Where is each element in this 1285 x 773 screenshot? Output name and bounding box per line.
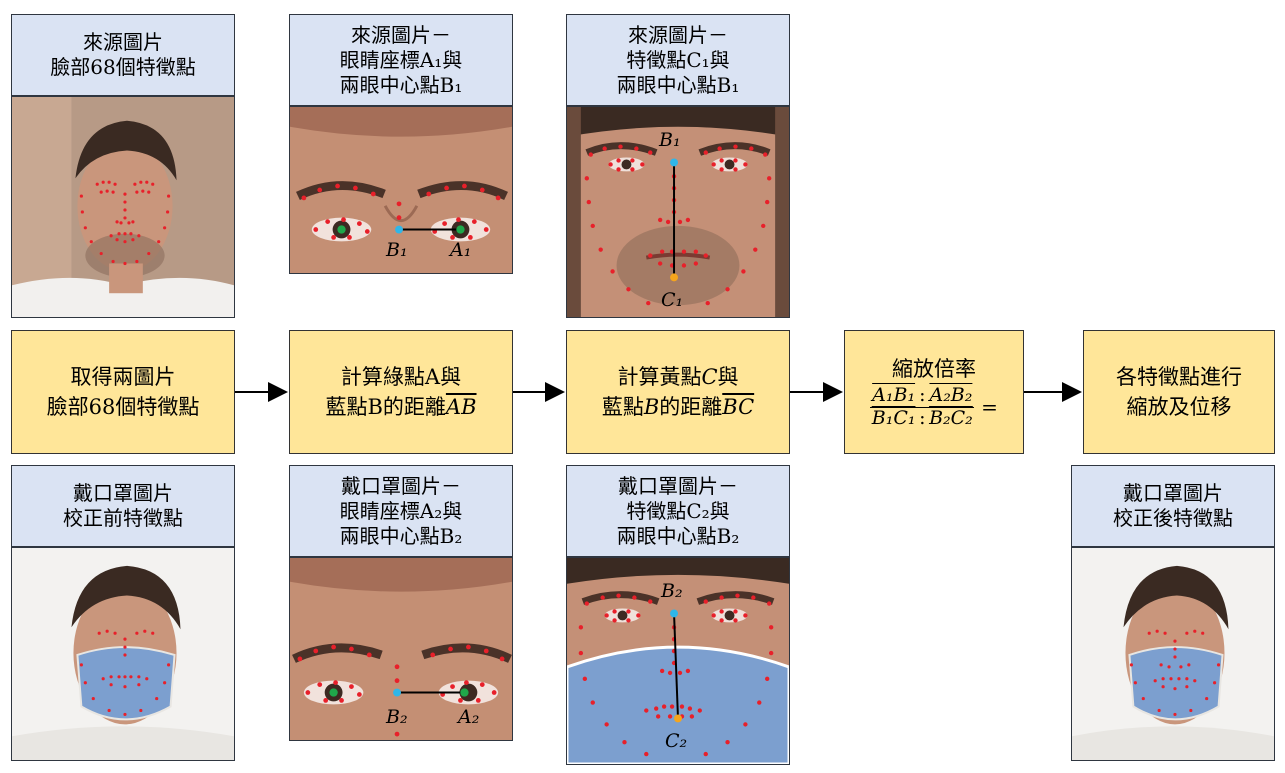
photo-mask-feature: B₂ C₂ xyxy=(566,557,790,765)
label-src-eye-a: A₁ xyxy=(450,239,472,261)
label-mask-face-b: B₂ xyxy=(661,580,683,602)
photo-source-eyes: B₁ A₁ xyxy=(289,106,513,274)
label-mask-eye-a: A₂ xyxy=(458,706,480,728)
step2-line2-prefix: 藍點B的距離 xyxy=(325,395,446,419)
header-source-68: 來源圖片 臉部68個特徵點 xyxy=(11,14,235,96)
ratio-den-right: B₂C₂ xyxy=(929,406,973,429)
step2-segment-ab: AB xyxy=(445,395,477,419)
header-mask-feature: 戴口罩圖片－ 特徵點C₂與 兩眼中心點B₂ xyxy=(566,465,790,557)
ratio-equals: = xyxy=(981,394,998,419)
step3-segment-bc: BC xyxy=(722,395,755,419)
step-scale-translate: 各特徵點進行 縮放及位移 xyxy=(1083,330,1275,454)
step3-line1-suffix: 與 xyxy=(717,364,739,389)
photo-mask-before xyxy=(11,547,235,761)
step2-line1: 計算綠點A與 xyxy=(340,364,462,389)
step-distance-bc: 計算黃點C與 藍點B的距離BC xyxy=(566,330,790,454)
step3-var-b: B xyxy=(643,395,660,419)
header-mask-after: 戴口罩圖片 校正後特徵點 xyxy=(1071,465,1275,547)
label-mask-face-c: C₂ xyxy=(665,730,688,752)
step3-line2-mid: 的距離 xyxy=(659,395,723,419)
ratio-den-left: B₁C₁ xyxy=(871,406,916,429)
ratio-colon-bottom: : xyxy=(919,406,926,429)
label-src-face-c: C₁ xyxy=(661,289,684,311)
photo-source-feature: B₁ C₁ xyxy=(566,106,790,318)
header-source-eye: 來源圖片－ 眼睛座標A₁與 兩眼中心點B₁ xyxy=(289,14,513,106)
photo-mask-after xyxy=(1071,547,1275,761)
photo-source-face xyxy=(11,96,235,318)
ratio-right-fraction: A₂B₂ B₂C₂ xyxy=(927,383,975,430)
label-src-face-b: B₁ xyxy=(659,129,681,151)
step3-var-c: C xyxy=(701,364,718,389)
step3-line1-prefix: 計算黃點 xyxy=(617,364,702,389)
ratio-num-left: A₁B₁ xyxy=(870,383,918,408)
step1-line2: 臉部68個特徵點 xyxy=(46,395,200,419)
step5-line2: 縮放及位移 xyxy=(1126,395,1232,419)
step5-line1: 各特徵點進行 xyxy=(1116,364,1242,389)
ratio-colon-col: : : xyxy=(917,383,928,430)
step3-line2-prefix: 藍點 xyxy=(601,395,644,419)
label-src-eye-b: B₁ xyxy=(386,239,408,261)
header-mask-before: 戴口罩圖片 校正前特徵點 xyxy=(11,465,235,547)
step-get-landmarks: 取得兩圖片 臉部68個特徵點 xyxy=(11,330,235,454)
ratio-left-fraction: A₁B₁ B₁C₁ xyxy=(870,383,918,430)
step1-line1: 取得兩圖片 xyxy=(70,364,176,389)
label-mask-eye-b: B₂ xyxy=(386,706,408,728)
ratio-colon-top: : xyxy=(917,383,928,408)
step4-title: 縮放倍率 xyxy=(891,357,976,382)
step-scale-ratio: 縮放倍率 A₁B₁ B₁C₁ : : A₂B₂ B₂C₂ = xyxy=(844,330,1024,454)
ratio-num-right: A₂B₂ xyxy=(927,383,975,408)
photo-mask-eyes: B₂ A₂ xyxy=(289,557,513,741)
step-distance-ab: 計算綠點A與 藍點B的距離AB xyxy=(289,330,513,454)
header-source-feature: 來源圖片－ 特徵點C₁與 兩眼中心點B₁ xyxy=(566,14,790,106)
header-mask-eye: 戴口罩圖片－ 眼睛座標A₂與 兩眼中心點B₂ xyxy=(289,465,513,557)
